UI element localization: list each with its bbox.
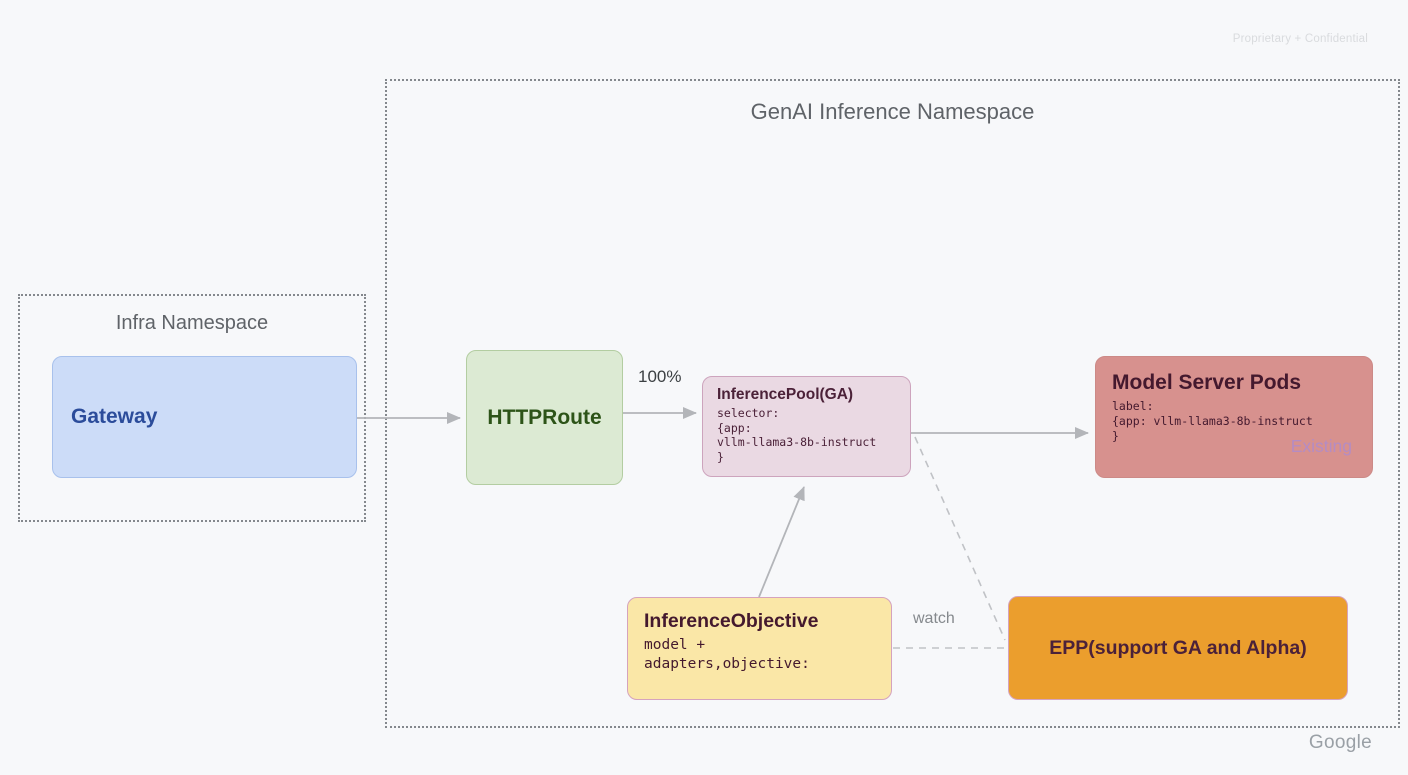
inference-objective-title: InferenceObjective <box>644 610 819 632</box>
code-line: } <box>717 450 724 465</box>
node-inference-pool: InferencePool(GA) selector: {app: vllm-l… <box>702 376 911 477</box>
node-gateway: Gateway <box>52 356 357 478</box>
code-line: adapters,objective: <box>644 655 810 672</box>
httproute-label: HTTPRoute <box>487 405 602 429</box>
code-line: {app: vllm-llama3-8b-instruct <box>1112 413 1313 428</box>
confidential-notice: Proprietary + Confidential <box>1232 33 1368 45</box>
node-inference-objective: InferenceObjective model + adapters,obje… <box>627 597 892 700</box>
code-line: vllm-llama3-8b-instruct <box>717 435 877 450</box>
code-line: {app: <box>717 420 752 435</box>
genai-namespace-title: GenAI Inference Namespace <box>750 99 1035 124</box>
genai-namespace-group: GenAI Inference Namespace <box>385 79 1400 728</box>
inference-pool-selector-code: selector: {app: vllm-llama3-8b-instruct … <box>717 406 896 465</box>
epp-label: EPP(support GA and Alpha) <box>1049 636 1307 659</box>
google-logo: Google <box>1308 732 1372 753</box>
gateway-label: Gateway <box>71 405 158 428</box>
code-line: model + <box>644 637 706 653</box>
infra-namespace-group: Infra Namespace <box>18 294 366 522</box>
model-server-pods-title: Model Server Pods <box>1112 371 1302 394</box>
node-model-server-pods: Model Server Pods label: {app: vllm-llam… <box>1095 356 1373 478</box>
edge-label-100-percent: 100% <box>638 367 682 386</box>
code-line: label: <box>1112 399 1154 413</box>
node-httproute: HTTPRoute <box>466 350 623 485</box>
model-server-pods-label-code: label: {app: vllm-llama3-8b-instruct } <box>1112 399 1356 444</box>
existing-status-label: Existing <box>1290 436 1352 456</box>
infra-namespace-title: Infra Namespace <box>115 312 269 334</box>
node-epp: EPP(support GA and Alpha) <box>1008 596 1348 700</box>
code-line: } <box>1112 428 1119 443</box>
inference-objective-code: model + adapters,objective: <box>644 636 875 674</box>
edge-label-watch: watch <box>913 610 955 627</box>
inference-pool-title: InferencePool(GA) <box>717 386 854 403</box>
code-line: selector: <box>717 406 780 420</box>
